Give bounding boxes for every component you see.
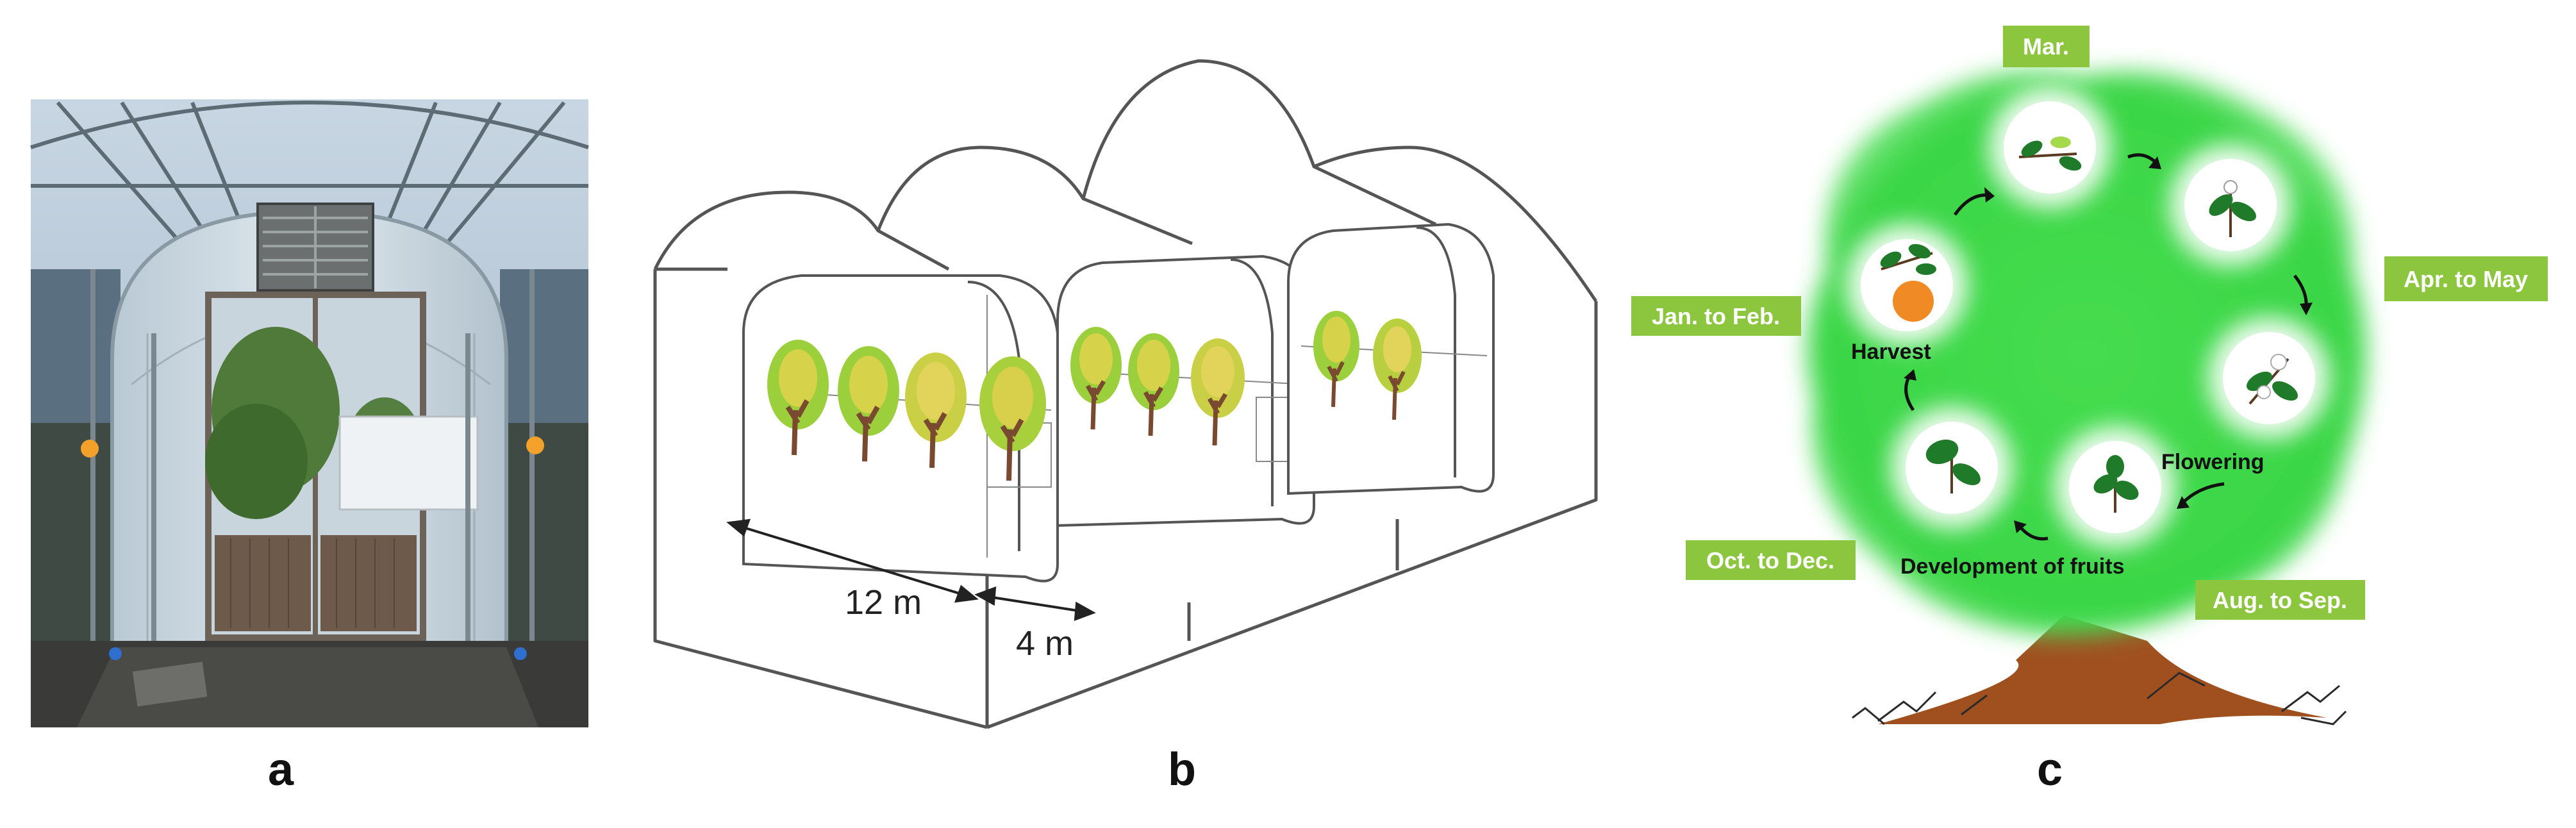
stage-circle-mar [2004,101,2096,194]
month-label-oct-dec: Oct. to Dec. [1686,540,1856,580]
dimension-length-label: 12 m [845,583,922,622]
blossom-icon [2247,354,2298,405]
stage-label-harvest: Harvest [1851,340,1931,364]
svg-text:Jan. to Feb.: Jan. to Feb. [1652,303,1780,329]
svg-text:Apr. to May: Apr. to May [2404,266,2528,292]
svg-text:Aug. to Sep.: Aug. to Sep. [2213,587,2347,613]
stage-label-flowering: Flowering [2161,450,2264,474]
svg-text:Mar.: Mar. [2023,33,2069,60]
leaf-cluster-icon [2093,455,2139,513]
panel-label-b: b [1168,744,1196,795]
greenhouse-photo [30,99,589,727]
svg-text:Oct. to Dec.: Oct. to Dec. [1706,547,1834,574]
young-leaf-icon [2209,180,2256,237]
month-label-mar: Mar. [2003,26,2090,67]
panel-label-c: c [2037,744,2063,795]
panel-a-greenhouse-photo: a [0,0,641,828]
panel-label-a: a [268,744,294,795]
stage-label-development: Development of fruits [1900,554,2124,579]
dimension-width-label: 4 m [1016,624,1074,663]
orange-fruit-icon [1880,244,1936,322]
month-label-aug-sep: Aug. to Sep. [2195,580,2365,620]
mature-leaf-icon [1925,439,1981,493]
tree-trunk [1852,615,2347,725]
month-label-jan-feb: Jan. to Feb. [1631,296,1801,336]
month-label-apr-may: Apr. to May [2384,256,2548,301]
bud-icon [2018,137,2082,171]
